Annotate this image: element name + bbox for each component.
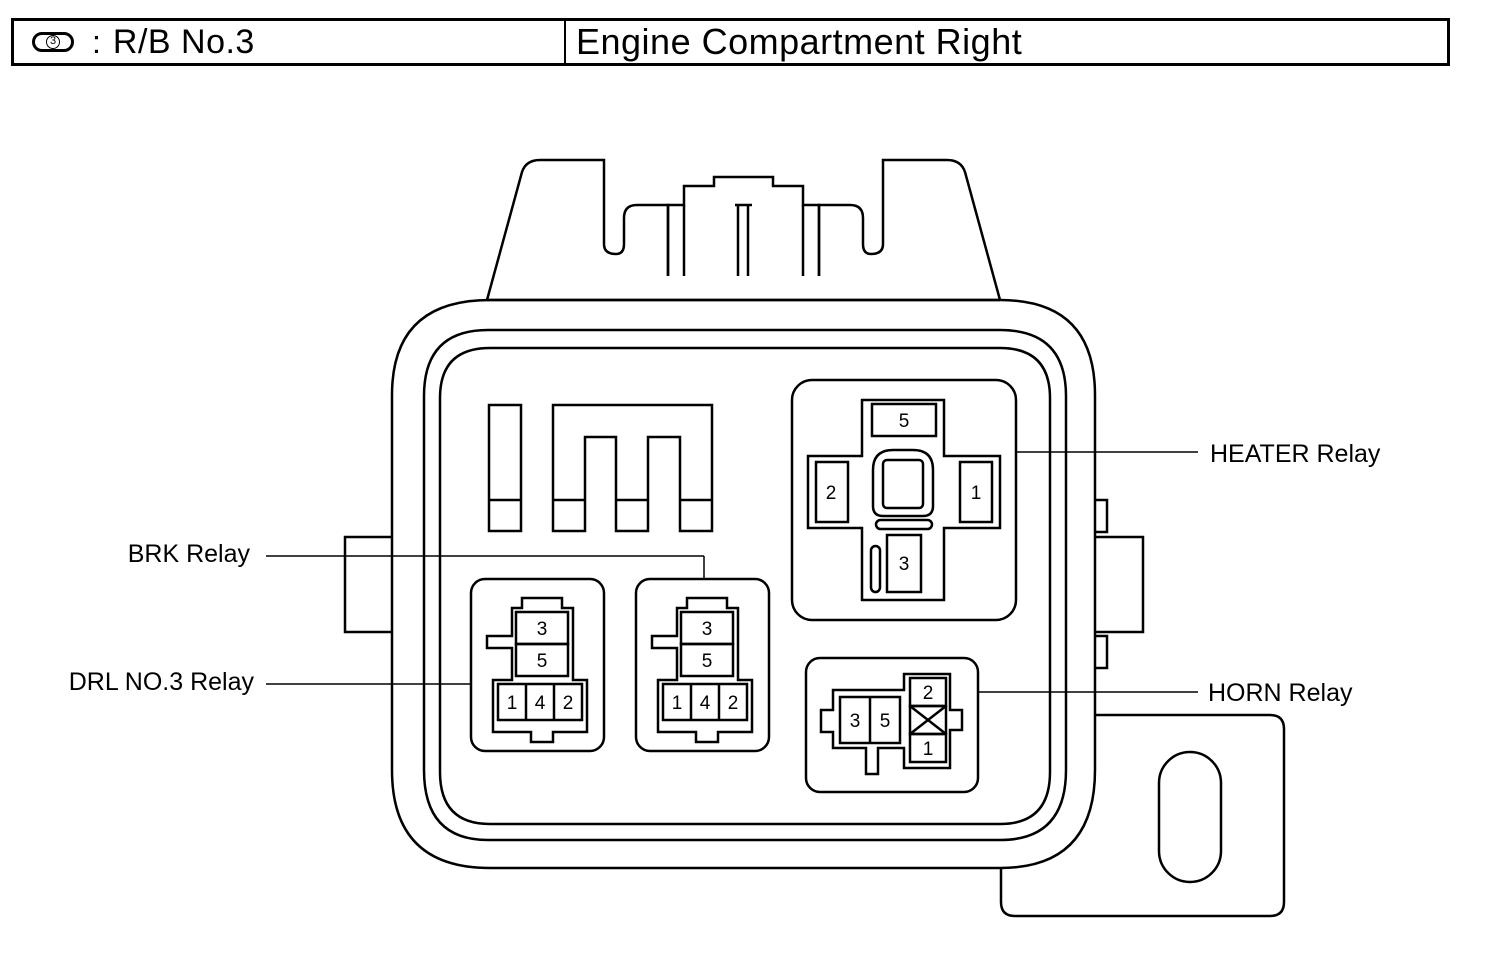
top-latch [485, 158, 1002, 302]
title-bar: 3 : R/B No.3 Engine Compartment Right [11, 18, 1450, 66]
drl-pin-b1: 1 [507, 693, 518, 714]
location-label: Engine Compartment Right [576, 21, 1023, 62]
heater-pin-top: 5 [899, 411, 910, 432]
brk-pin-b1: 1 [672, 693, 683, 714]
horn-pin-bottom: 1 [923, 739, 934, 760]
horn-pin-l2: 5 [880, 711, 891, 732]
badge-number: 3 [46, 35, 60, 49]
brk-relay-socket [634, 577, 771, 753]
connector-badge-icon: 3 [32, 32, 74, 52]
horn-relay-socket [804, 656, 980, 794]
heater-pin-right: 1 [971, 483, 982, 504]
drl-relay-socket [469, 577, 606, 753]
heater-pin-left: 2 [826, 483, 837, 504]
horn-pin-top: 2 [923, 683, 934, 704]
drl-relay-label: DRL NO.3 Relay [69, 668, 255, 696]
heater-relay-label: HEATER Relay [1210, 440, 1381, 468]
title-separator: : [92, 23, 101, 60]
heater-pin-bottom: 3 [899, 554, 910, 575]
drl-pin-mid: 5 [537, 651, 548, 672]
brk-pin-b3: 2 [728, 693, 739, 714]
brk-relay-label: BRK Relay [128, 540, 251, 568]
drl-pin-b3: 2 [563, 693, 574, 714]
drl-pin-b2: 4 [535, 693, 546, 714]
brk-pin-b2: 4 [700, 693, 711, 714]
brk-pin-mid: 5 [702, 651, 713, 672]
brk-pin-top: 3 [702, 619, 713, 640]
leader-lines [266, 451, 1198, 693]
horn-pin-l1: 3 [850, 711, 861, 732]
relay-block-body [343, 298, 1286, 918]
title-right-cell: Engine Compartment Right [566, 21, 1447, 63]
fuse-slots [487, 403, 714, 533]
horn-relay-label: HORN Relay [1208, 679, 1353, 707]
title-left-cell: 3 : R/B No.3 [14, 21, 566, 63]
drl-pin-top: 3 [537, 619, 548, 640]
heater-relay-socket [790, 378, 1018, 622]
relay-block-code: R/B No.3 [112, 22, 255, 61]
